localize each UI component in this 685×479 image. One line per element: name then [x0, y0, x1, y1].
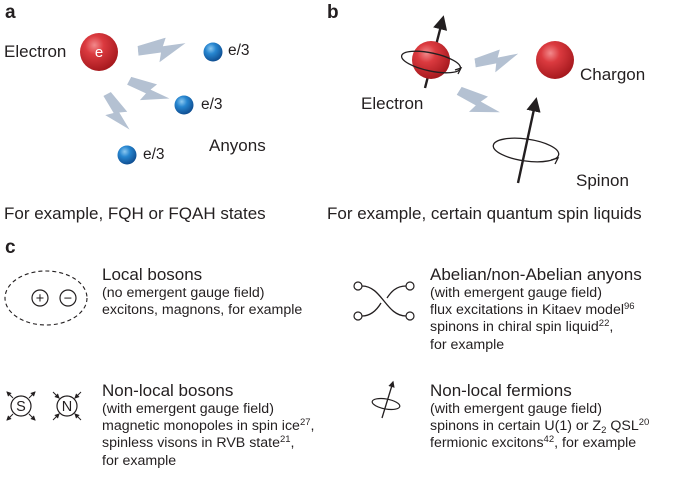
anyon-sphere	[203, 42, 223, 62]
punctuation: ,	[290, 435, 295, 452]
local-bosons-block: Local bosons (no emergent gauge field) e…	[102, 264, 302, 319]
minus-charge-icon	[59, 289, 77, 307]
anyon-charge-label: e/3	[143, 146, 165, 163]
fermion-orbit-icon	[371, 397, 401, 411]
interaction-wave-icon	[96, 89, 136, 137]
reference-number: 96	[624, 301, 635, 313]
local-bosons-line2: excitons, magnons, for example	[102, 302, 303, 319]
interaction-wave-icon	[473, 47, 521, 75]
anyon-charge-label: e/3	[228, 42, 250, 59]
chargon-label: Chargon	[580, 65, 646, 84]
panel-b-label: b	[327, 2, 339, 23]
punctuation: ,	[609, 319, 614, 336]
spinon-label: Spinon	[576, 171, 629, 190]
anyons-line1: (with emergent gauge field)	[430, 285, 602, 301]
rotation-arrow-icon	[454, 66, 463, 75]
braid-strand-icon	[361, 285, 407, 317]
anyon-charge-label: e/3	[201, 96, 223, 113]
nonlocal-fermions-block: Non-local fermions (with emergent gauge …	[430, 380, 649, 453]
nonlocal-fermions-line3-text: fermionic excitons	[430, 435, 544, 452]
nonlocal-fermions-line3: fermionic excitons42, for example	[430, 435, 649, 452]
reference-number: 42	[543, 434, 555, 446]
nonlocal-bosons-line2: magnetic monopoles in spin ice27,	[102, 418, 314, 435]
nonlocal-bosons-line3-text: spinless visons in RVB state	[102, 435, 280, 452]
punctuation: ,	[310, 418, 315, 435]
reference-number: 20	[638, 417, 650, 429]
panel-b-caption: For example, certain quantum spin liquid…	[327, 204, 642, 223]
nonlocal-bosons-line1: (with emergent gauge field)	[102, 401, 274, 417]
electron-label: Electron	[361, 94, 424, 113]
anyon-endpoint-icon	[405, 311, 415, 321]
anyons-line2: flux excitations in Kitaev model96	[430, 302, 642, 319]
local-bosons-line1: (no emergent gauge field)	[102, 285, 265, 301]
reference-number: 27	[299, 417, 311, 429]
nonlocal-bosons-line2-text: magnetic monopoles in spin ice	[102, 418, 300, 435]
spinon-orbit-icon	[492, 137, 560, 163]
nonlocal-bosons-line4: for example	[102, 452, 177, 469]
nonlocal-fermions-line3-tail: , for example	[554, 435, 637, 452]
anyons-line3-text: spinons in chiral spin liquid	[430, 319, 599, 336]
electron-symbol: e	[95, 44, 103, 61]
anyons-line2-text: flux excitations in Kitaev model	[430, 302, 624, 319]
rotation-arrow-icon	[550, 156, 560, 165]
panel-a-caption: For example, FQH or FQAH states	[4, 204, 266, 223]
fermion-spin-arrow-icon	[381, 380, 395, 419]
n-symbol: N	[62, 399, 72, 415]
interaction-wave-icon	[137, 35, 187, 65]
nonlocal-fermions-line2-mid: QSL	[606, 418, 639, 435]
interaction-wave-icon	[123, 71, 173, 113]
anyon-sphere	[174, 95, 194, 115]
south-monopole-icon	[6, 391, 36, 421]
anyon-endpoint-icon	[353, 311, 363, 321]
reference-number: 21	[279, 434, 291, 446]
nonlocal-fermions-line2: spinons in certain U(1) or Z2 QSL20	[430, 417, 650, 437]
spinon-arrow-icon	[516, 97, 541, 184]
anyons-line4: for example	[430, 336, 505, 353]
plus-symbol: +	[36, 291, 44, 307]
anyon-endpoint-icon	[353, 281, 363, 291]
interaction-wave-icon	[452, 82, 504, 126]
anyon-endpoint-icon	[405, 281, 415, 291]
local-bosons-title: Local bosons	[102, 265, 203, 284]
nonlocal-fermions-title: Non-local fermions	[430, 381, 572, 400]
anyons-line3: spinons in chiral spin liquid22,	[430, 319, 642, 336]
north-monopole-icon	[52, 391, 82, 421]
nonlocal-bosons-block: Non-local bosons (with emergent gauge fi…	[102, 380, 314, 470]
s-symbol: S	[16, 399, 26, 415]
electron-sphere	[80, 33, 118, 71]
chargon-sphere	[536, 41, 574, 79]
minus-symbol: −	[64, 291, 72, 307]
electron-label: Electron	[4, 42, 67, 61]
anyon-sphere	[117, 145, 137, 165]
subscript: 2	[601, 425, 607, 437]
braid-strand-icon	[386, 285, 407, 299]
reference-number: 22	[598, 318, 610, 330]
panel-a-label: a	[5, 2, 16, 23]
nonlocal-fermions-line1: (with emergent gauge field)	[430, 401, 602, 417]
bound-pair-outline-icon	[4, 270, 88, 326]
nonlocal-fermions-line2-text: spinons in certain U(1) or Z	[430, 418, 602, 435]
anyons-label: Anyons	[209, 136, 266, 155]
plus-charge-icon	[31, 289, 49, 307]
panel-c-label: c	[5, 237, 16, 258]
nonlocal-bosons-line3: spinless visons in RVB state21,	[102, 435, 314, 452]
nonlocal-bosons-title: Non-local bosons	[102, 381, 234, 400]
anyons-block: Abelian/non-Abelian anyons (with emergen…	[430, 264, 642, 354]
braid-strand-icon	[361, 302, 382, 317]
anyons-title: Abelian/non-Abelian anyons	[430, 265, 642, 284]
